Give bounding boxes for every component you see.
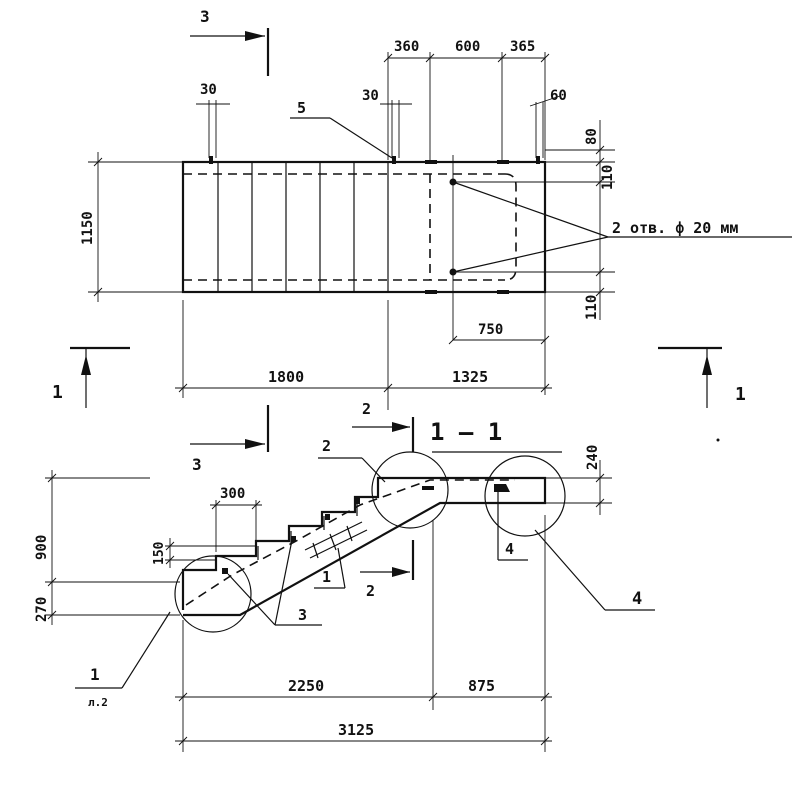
section-title-1-1: 1 — 1 [430,418,562,453]
elevation-view: 3 2 2 1 — 1 [34,400,720,752]
dim-110-top-text: 110 [600,165,616,190]
dims-bottom-plan: 1800 1325 [175,300,552,410]
dim-600-text: 600 [455,39,480,55]
section-3-label-bottom: 3 [192,455,202,474]
dim-300: 300 [210,486,262,552]
callout-4-large-label: 4 [632,589,642,609]
section-2-top-label: 2 [362,400,371,418]
callout-2-label: 2 [322,437,331,455]
dims-left-elevation: 900 270 150 [34,470,256,625]
holes-leader: 2 отв. ф 20 мм [452,181,792,273]
section-1-marker-left: 1 [52,346,130,408]
callout-5-label: 5 [297,99,306,117]
section-3-marker-bottom: 3 [190,405,270,474]
callout-1-label: 1 [322,568,331,586]
detail-1-callout: 1 л.2 [75,611,171,709]
section-1-right-label: 1 [735,384,746,405]
reinforcement-ladder [304,521,368,559]
callout-4-small-label: 4 [505,540,514,558]
dim-60-text: 60 [550,88,567,104]
dims-right: 80 110 110 [453,120,616,320]
dim-30-right-text: 30 [362,88,379,104]
callout-3: 3 [227,539,322,626]
callout-2: 2 [318,437,386,483]
callout-5: 5 [290,99,393,159]
dim-30-right: 30 [362,88,412,158]
detail-circle-right [484,455,566,537]
dim-300-text: 300 [220,486,245,502]
dim-30-left-text: 30 [200,82,217,98]
plan-view: 3 [52,7,792,410]
dim-900-text: 900 [34,535,50,560]
callout-4-large: 4 [534,529,655,611]
dims-bottom-elevation: 2250 875 3125 [175,515,552,752]
dim-1150-text: 1150 [80,211,96,245]
plan-dashed-stringers [183,173,517,281]
callout-1: 1 [314,547,346,589]
dim-750-text: 750 [478,322,503,338]
dim-80-text: 80 [584,128,600,145]
section-2-marker-bottom: 2 [360,540,415,600]
dim-2250-text: 2250 [288,677,324,695]
detail-circle-middle [371,451,449,529]
section-2-bottom-label: 2 [366,582,375,600]
plan-step-lines [217,162,389,292]
dim-1150: 1150 [80,152,183,302]
dim-875-text: 875 [468,677,495,695]
plan-outline [181,160,547,294]
section-2-marker-top: 2 [352,400,415,452]
dim-360-text: 360 [394,39,419,55]
dim-1325-text: 1325 [452,368,488,386]
dim-chain-top: 360 600 365 [383,39,550,160]
embedded-parts [222,484,510,574]
detail-1-sheet: л.2 [88,696,108,709]
dim-365-text: 365 [510,39,535,55]
detail-circle-left [174,555,252,633]
callout-3-label: 3 [298,606,307,624]
holes-note: 2 отв. ф 20 мм [612,219,738,237]
dim-110-bottom-text: 110 [584,295,600,320]
dim-240-text: 240 [585,445,601,470]
detail-1-number: 1 [90,665,100,684]
dim-60: 60 [529,88,567,158]
section-1-marker-right: 1 [658,346,746,408]
dim-1800-text: 1800 [268,368,304,386]
dim-3125-text: 3125 [338,721,374,739]
dim-750: 750 [448,292,550,395]
dim-30-left: 30 [196,82,230,158]
section-title-text: 1 — 1 [430,418,502,446]
plan-tabs [209,156,540,294]
callout-4-small: 4 [497,492,528,561]
section-3-marker-top: 3 [190,7,270,76]
dim-270-text: 270 [34,597,50,622]
section-3-label-top: 3 [200,7,210,26]
dim-240: 240 [545,445,612,515]
dim-150-text: 150 [152,541,167,565]
section-1-left-label: 1 [52,382,63,403]
